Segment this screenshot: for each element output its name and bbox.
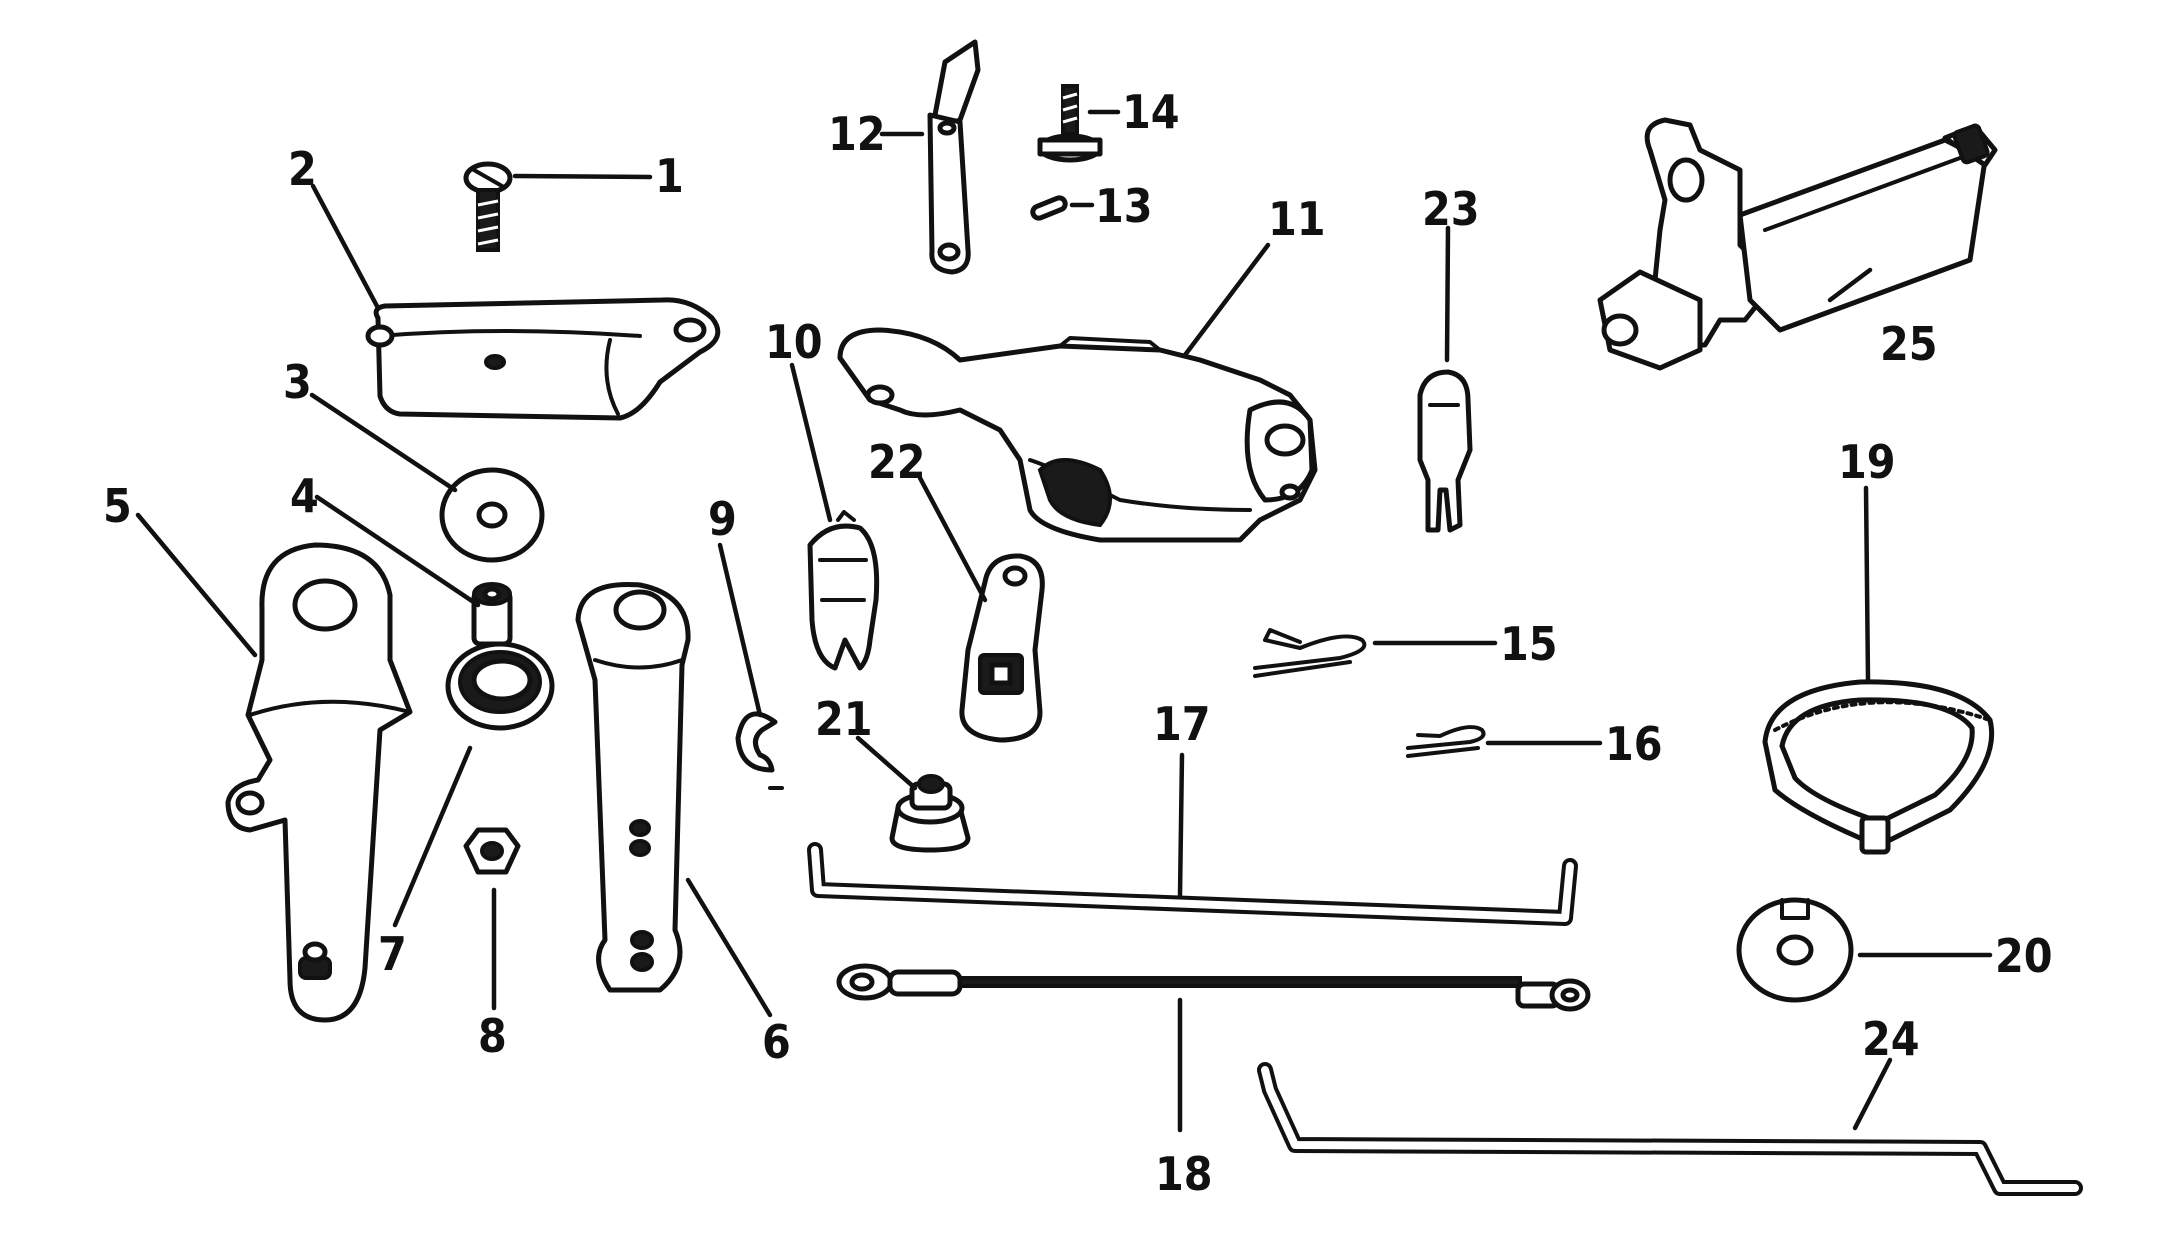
- callout-7: 7: [378, 927, 407, 981]
- callout-21: 21: [815, 692, 873, 746]
- part-24-rod: [1257, 1062, 2083, 1196]
- part-4-bushing: [471, 582, 513, 647]
- part-12-link: [927, 39, 981, 275]
- part-25-shaft: [1597, 117, 1998, 371]
- callout-4: 4: [290, 469, 319, 523]
- part-9-eclip: [735, 711, 784, 790]
- callout-3: 3: [283, 355, 312, 409]
- callout-14: 14: [1122, 85, 1180, 139]
- part-5-lever: [225, 542, 413, 1023]
- part-1-screw: [463, 161, 513, 252]
- part-13-pin: [1030, 195, 1068, 221]
- callout-labels: 1 2 3 4 5 6 7 8 9 10 11 12 13 14 15 16 1…: [103, 85, 2053, 1201]
- callout-1: 1: [655, 149, 684, 203]
- part-15-cotter: [1253, 628, 1367, 678]
- part-2-bracket: [365, 297, 721, 421]
- part-11-housing: [837, 327, 1318, 543]
- callout-19: 19: [1838, 435, 1896, 489]
- part-23-forkclip: [1417, 369, 1473, 533]
- callout-9: 9: [708, 492, 737, 546]
- callout-24: 24: [1862, 1012, 1920, 1066]
- callout-17: 17: [1153, 697, 1211, 751]
- part-14-thumbscrew: [1037, 84, 1103, 163]
- part-22-connector: [959, 553, 1045, 743]
- callout-5: 5: [103, 479, 132, 533]
- part-7-ring: [445, 641, 555, 731]
- callout-18: 18: [1155, 1147, 1213, 1201]
- part-18-cable: [836, 963, 1591, 1012]
- callout-6: 6: [762, 1015, 791, 1069]
- callout-11: 11: [1268, 192, 1326, 246]
- part-21-cap: [889, 774, 971, 853]
- part-10-clip: [807, 510, 880, 671]
- part-3-washer: [439, 467, 545, 563]
- callout-20: 20: [1995, 929, 2053, 983]
- callout-23: 23: [1422, 182, 1480, 236]
- callout-10: 10: [765, 315, 823, 369]
- part-20-washer: [1736, 897, 1854, 1003]
- part-17-rod: [807, 842, 1578, 926]
- callout-12: 12: [828, 107, 886, 161]
- part-8-nut: [463, 827, 521, 875]
- callout-2: 2: [288, 142, 317, 196]
- callout-15: 15: [1500, 617, 1558, 671]
- part-6-arm: [575, 581, 691, 993]
- callout-16: 16: [1605, 717, 1663, 771]
- leader-lines: [135, 109, 1993, 1133]
- callout-25: 25: [1880, 317, 1938, 371]
- part-16-pin: [1406, 725, 1486, 758]
- callout-13: 13: [1095, 179, 1153, 233]
- part-19-band: [1762, 679, 1995, 855]
- callout-8: 8: [478, 1009, 507, 1063]
- callout-22: 22: [868, 435, 926, 489]
